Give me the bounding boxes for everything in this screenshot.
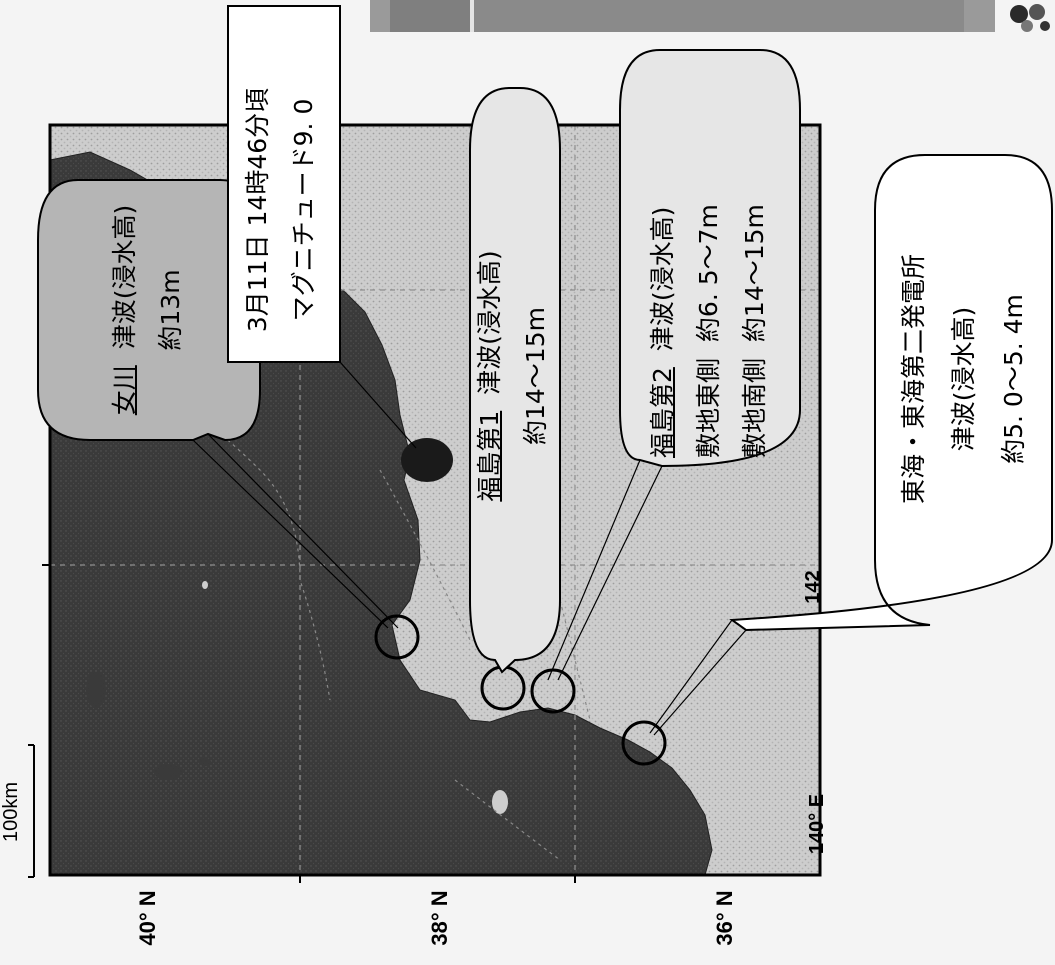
tokai-callout-text: 東海・東海第二発電所 津波(浸水高) 約5. 0～5. 4m (889, 199, 1039, 559)
onagawa-callout-text: 女川 津波(浸水高) 約13m (102, 140, 198, 480)
fukushima2-east-label: 敷地東側 (694, 357, 723, 458)
lat-label-38n: 38° N (427, 890, 452, 946)
fukushima1-height: 約14～15m (521, 307, 550, 445)
fukushima2-south-label: 敷地南側 (740, 357, 769, 458)
lat-label-36n: 36° N (712, 890, 737, 946)
fukushima2-tsunami-label: 津波(浸水高) (648, 206, 677, 352)
onagawa-site-name: 女川 (110, 365, 139, 416)
fukushima1-callout-text: 福島第1 津波(浸水高) 約14～15m (467, 146, 563, 606)
scale-bar-label: 100km (0, 781, 22, 843)
tokai-callout-balloon (729, 154, 1053, 632)
epicenter-connector (339, 361, 417, 449)
epicenter-magnitude: マグニチュード9. 0 (289, 98, 318, 322)
corner-decoration-icon (1005, 0, 1055, 34)
onagawa-height: 約13m (156, 269, 185, 351)
island (86, 672, 106, 708)
prefecture-boundary (379, 469, 471, 641)
fukushima2-callout-text: 福島第2 津波(浸水高) 敷地東側 約6. 5～7m 敷地南側 約14～15m (640, 68, 780, 458)
map-frame (48, 123, 822, 877)
epicenter-info-text: 3月11日 14時46分頃 マグニチュード9. 0 (235, 34, 331, 386)
fukushima2-pointer (557, 465, 663, 681)
island (199, 758, 211, 766)
tokai-site-marker (621, 720, 667, 766)
fukushima2-site-marker (530, 668, 576, 714)
fukushima2-site-name: 福島第2 (648, 367, 677, 458)
prefecture-boundary (454, 779, 561, 861)
lat-label-40n: 40° N (135, 890, 160, 946)
tokai-height: 約5. 0～5. 4m (999, 294, 1028, 464)
tokai-pointer (649, 619, 733, 734)
fukushima2-callout-balloon (619, 49, 801, 468)
lon-label-140e: 140° E (806, 793, 828, 855)
onagawa-site-marker (374, 614, 420, 660)
onagawa-tsunami-label: 津波(浸水高) (110, 204, 139, 350)
tokai-tsunami-label: 津波(浸水高) (949, 306, 978, 452)
fukushima2-south-height: 約14～15m (740, 204, 769, 343)
onagawa-pointer (192, 439, 389, 629)
lake (202, 581, 208, 589)
header-banner-strip (370, 0, 995, 32)
epicenter-marker (401, 438, 453, 482)
fukushima1-site-name: 福島第1 (475, 410, 504, 502)
island (154, 764, 182, 780)
tokai-site-name: 東海・東海第二発電所 (899, 254, 928, 505)
prefecture-boundary (559, 599, 591, 721)
fukushima2-east-height: 約6. 5～7m (694, 204, 723, 343)
epicenter-info-box (227, 5, 341, 363)
fukushima1-callout-balloon (469, 87, 561, 674)
tokai-pointer (653, 629, 747, 736)
lake (492, 790, 508, 814)
epicenter-datetime: 3月11日 14時46分頃 (243, 87, 272, 333)
onagawa-pointer (207, 433, 399, 629)
fukushima1-tsunami-label: 津波(浸水高) (475, 250, 504, 395)
fukushima2-pointer (547, 459, 641, 681)
scale-bar (28, 744, 35, 878)
lon-label-142: 142 (802, 570, 824, 604)
